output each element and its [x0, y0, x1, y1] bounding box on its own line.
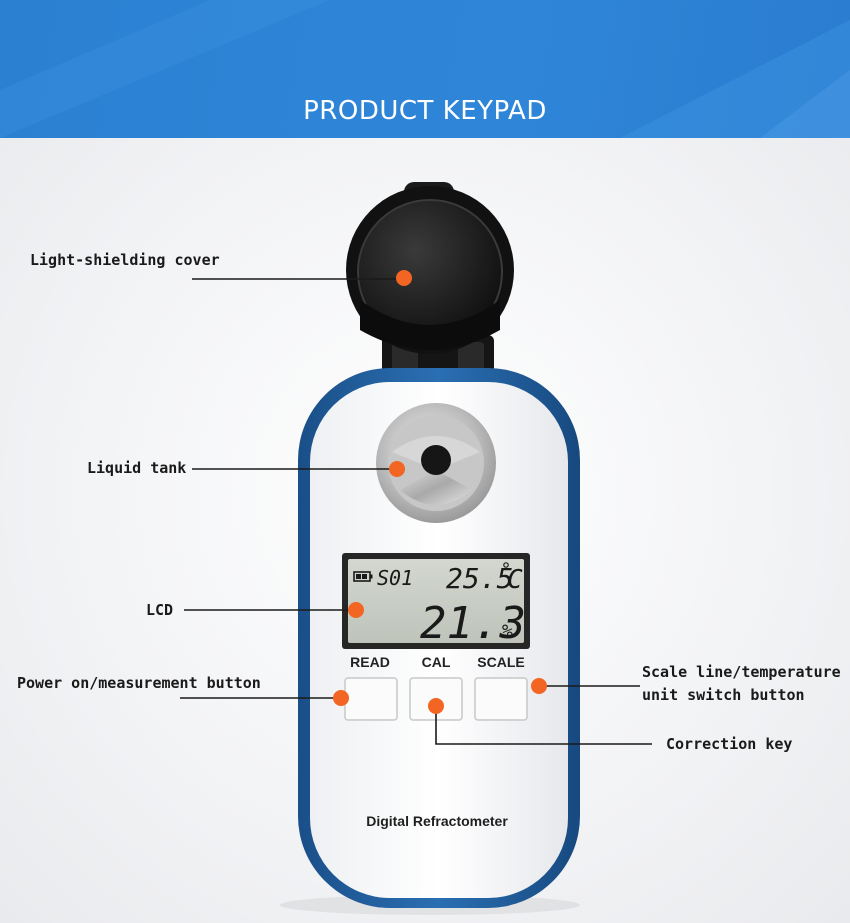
lcd-temperature: 25.5: [446, 562, 513, 595]
degree-symbol: [503, 562, 509, 568]
lcd-temperature-unit: C: [507, 565, 523, 595]
marker-lcd: [348, 602, 364, 618]
banner-decoration: [0, 0, 850, 138]
callout-light-shielding-cover: Light-shielding cover: [30, 251, 220, 269]
callout-power-button: Power on/measurement button: [17, 674, 261, 692]
lcd-mode: S01: [377, 566, 413, 590]
lcd-display: S01 25.5 C 21.3 %: [342, 553, 530, 649]
lcd-reading-unit: %: [502, 621, 513, 642]
page-title: PRODUCT KEYPAD: [303, 96, 547, 126]
battery-icon: [353, 571, 373, 582]
read-button[interactable]: [344, 677, 398, 721]
callout-liquid-tank: Liquid tank: [87, 459, 187, 477]
product-name: Digital Refractometer: [366, 813, 508, 829]
liquid-tank[interactable]: [376, 403, 496, 523]
callout-correction-key: Correction key: [666, 735, 793, 753]
scale-button-label: SCALE: [477, 654, 524, 670]
marker-scale: [531, 678, 547, 694]
light-shielding-cover[interactable]: [346, 182, 514, 354]
marker-read: [333, 690, 349, 706]
lcd-reading: 21.3: [420, 598, 526, 649]
marker-cover: [396, 270, 412, 286]
callout-lines: [180, 278, 652, 745]
scale-button[interactable]: [474, 677, 528, 721]
callout-scale-line1: Scale line/temperature: [642, 663, 841, 681]
cal-button-label: CAL: [422, 654, 451, 670]
read-button-label: READ: [350, 654, 390, 670]
header-banner: PRODUCT KEYPAD: [0, 0, 850, 138]
callout-scale-line2: unit switch button: [642, 686, 805, 704]
marker-tank: [389, 461, 405, 477]
callout-lcd: LCD: [146, 601, 174, 619]
callout-markers: [333, 270, 547, 714]
marker-cal: [428, 698, 444, 714]
